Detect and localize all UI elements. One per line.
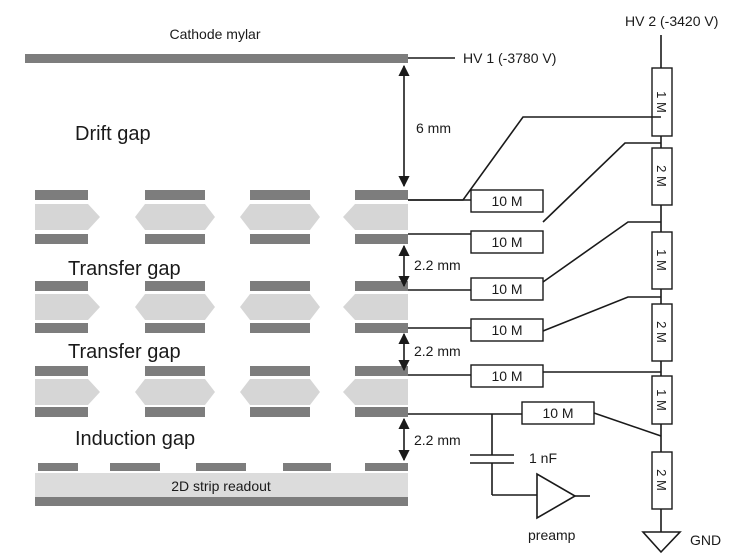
svg-text:10 M: 10 M [491, 193, 522, 209]
drift-dimension-label: 6 mm [416, 120, 451, 136]
svg-text:2 M: 2 M [654, 165, 669, 187]
resistor-divider-1: 1 M [651, 67, 673, 137]
resistor-10m-5: 10 M [470, 364, 544, 388]
resistor-divider-3: 1 M [651, 231, 673, 290]
induction-gap-label: Induction gap [75, 428, 195, 450]
svg-text:10 M: 10 M [491, 234, 522, 250]
divider-tap-wires [408, 116, 662, 437]
resistor-divider-2: 2 M [651, 147, 673, 206]
preamp-symbol [536, 472, 577, 520]
readout-bottom-plate [35, 497, 408, 506]
resistor-divider-5: 1 M [651, 375, 673, 425]
capacitor-label: 1 nF [529, 450, 557, 466]
svg-text:2 M: 2 M [654, 321, 669, 343]
transfer-dimension-label-2: 2.2 mm [414, 343, 461, 359]
hv1-label: HV 1 (-3780 V) [463, 50, 556, 66]
cathode-label: Cathode mylar [169, 26, 260, 42]
drift-gap-label: Drift gap [75, 123, 151, 145]
resistor-10m-6: 10 M [521, 401, 595, 425]
resistor-10m-2: 10 M [470, 230, 544, 254]
gem-foil-2 [35, 281, 408, 333]
gem-foil-1 [35, 190, 408, 244]
svg-text:10 M: 10 M [491, 368, 522, 384]
svg-text:2 M: 2 M [654, 469, 669, 491]
readout-label: 2D strip readout [171, 478, 271, 494]
resistor-divider-6: 2 M [651, 451, 673, 510]
readout-strips [38, 463, 408, 471]
gem-foil-3 [35, 366, 408, 417]
ground-icon [641, 531, 682, 554]
ground-label: GND [690, 532, 721, 548]
transfer-gap-label-1: Transfer gap [68, 258, 181, 280]
hv2-label: HV 2 (-3420 V) [625, 13, 718, 29]
svg-text:1 M: 1 M [654, 389, 669, 411]
preamp-label: preamp [528, 527, 576, 543]
cathode-plate [25, 54, 408, 63]
svg-text:10 M: 10 M [491, 281, 522, 297]
resistor-divider-4: 2 M [651, 303, 673, 362]
svg-text:10 M: 10 M [542, 405, 573, 421]
resistor-10m-1: 10 M [470, 189, 544, 213]
transfer-dimension-label-1: 2.2 mm [414, 257, 461, 273]
capacitor [470, 414, 537, 496]
readout-board [35, 473, 408, 497]
svg-text:10 M: 10 M [491, 322, 522, 338]
transfer-gap-label-2: Transfer gap [68, 341, 181, 363]
induction-dimension-label: 2.2 mm [414, 432, 461, 448]
resistor-10m-4: 10 M [470, 318, 544, 342]
resistor-10m-3: 10 M [470, 277, 544, 301]
svg-text:1 M: 1 M [654, 249, 669, 271]
svg-text:1 M: 1 M [654, 91, 669, 113]
